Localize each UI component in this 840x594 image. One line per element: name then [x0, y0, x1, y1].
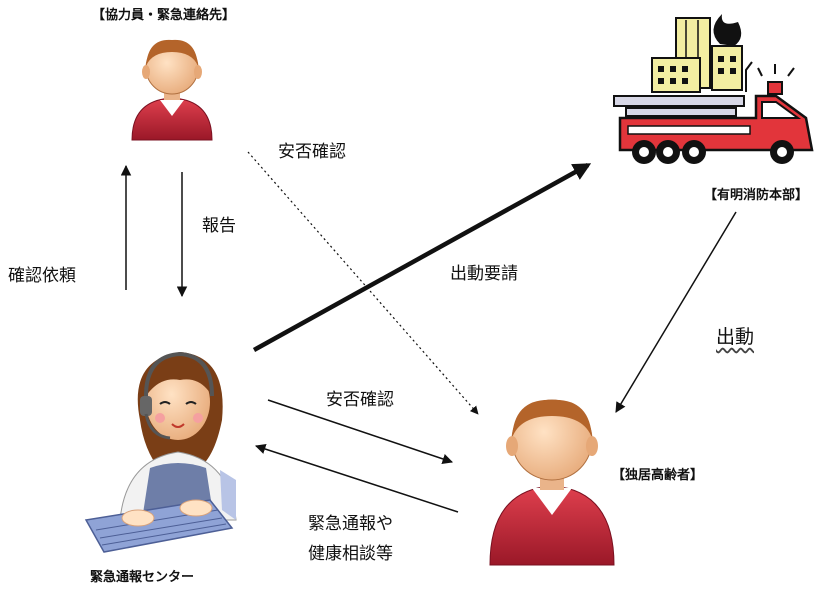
report-label: 報告	[202, 216, 236, 236]
elderly-label: 【独居高齢者】	[612, 468, 704, 483]
emergency-call-arrow	[255, 443, 459, 513]
contact-person-icon	[131, 39, 213, 141]
dispatch-arrow	[615, 211, 737, 413]
safety-check-mid-label: 安否確認	[326, 390, 394, 410]
safety-check-top-label: 安否確認	[278, 142, 346, 162]
contact-person-label: 【協力員・緊急連絡先】	[92, 8, 236, 23]
emergency-call-label-line2: 健康相談等	[308, 544, 393, 564]
dispatch-request-label: 出動要請	[450, 264, 518, 284]
elderly-person-icon	[489, 399, 615, 566]
burning-building-icon	[651, 14, 753, 93]
operator-icon	[84, 351, 237, 553]
center-label: 緊急通報センター	[90, 570, 195, 585]
fire-dept-label: 【有明消防本部】	[704, 188, 809, 203]
dispatch-request-arrow	[252, 163, 592, 352]
safety-check-dotted-arrow	[247, 151, 479, 415]
fire-truck-icon	[613, 64, 814, 164]
emergency-call-label-line1: 緊急通報や	[308, 514, 393, 534]
safety-check-arrow	[267, 399, 453, 464]
dispatch-label: 出動	[716, 326, 755, 348]
confirm-request-label: 確認依頼	[8, 266, 76, 286]
